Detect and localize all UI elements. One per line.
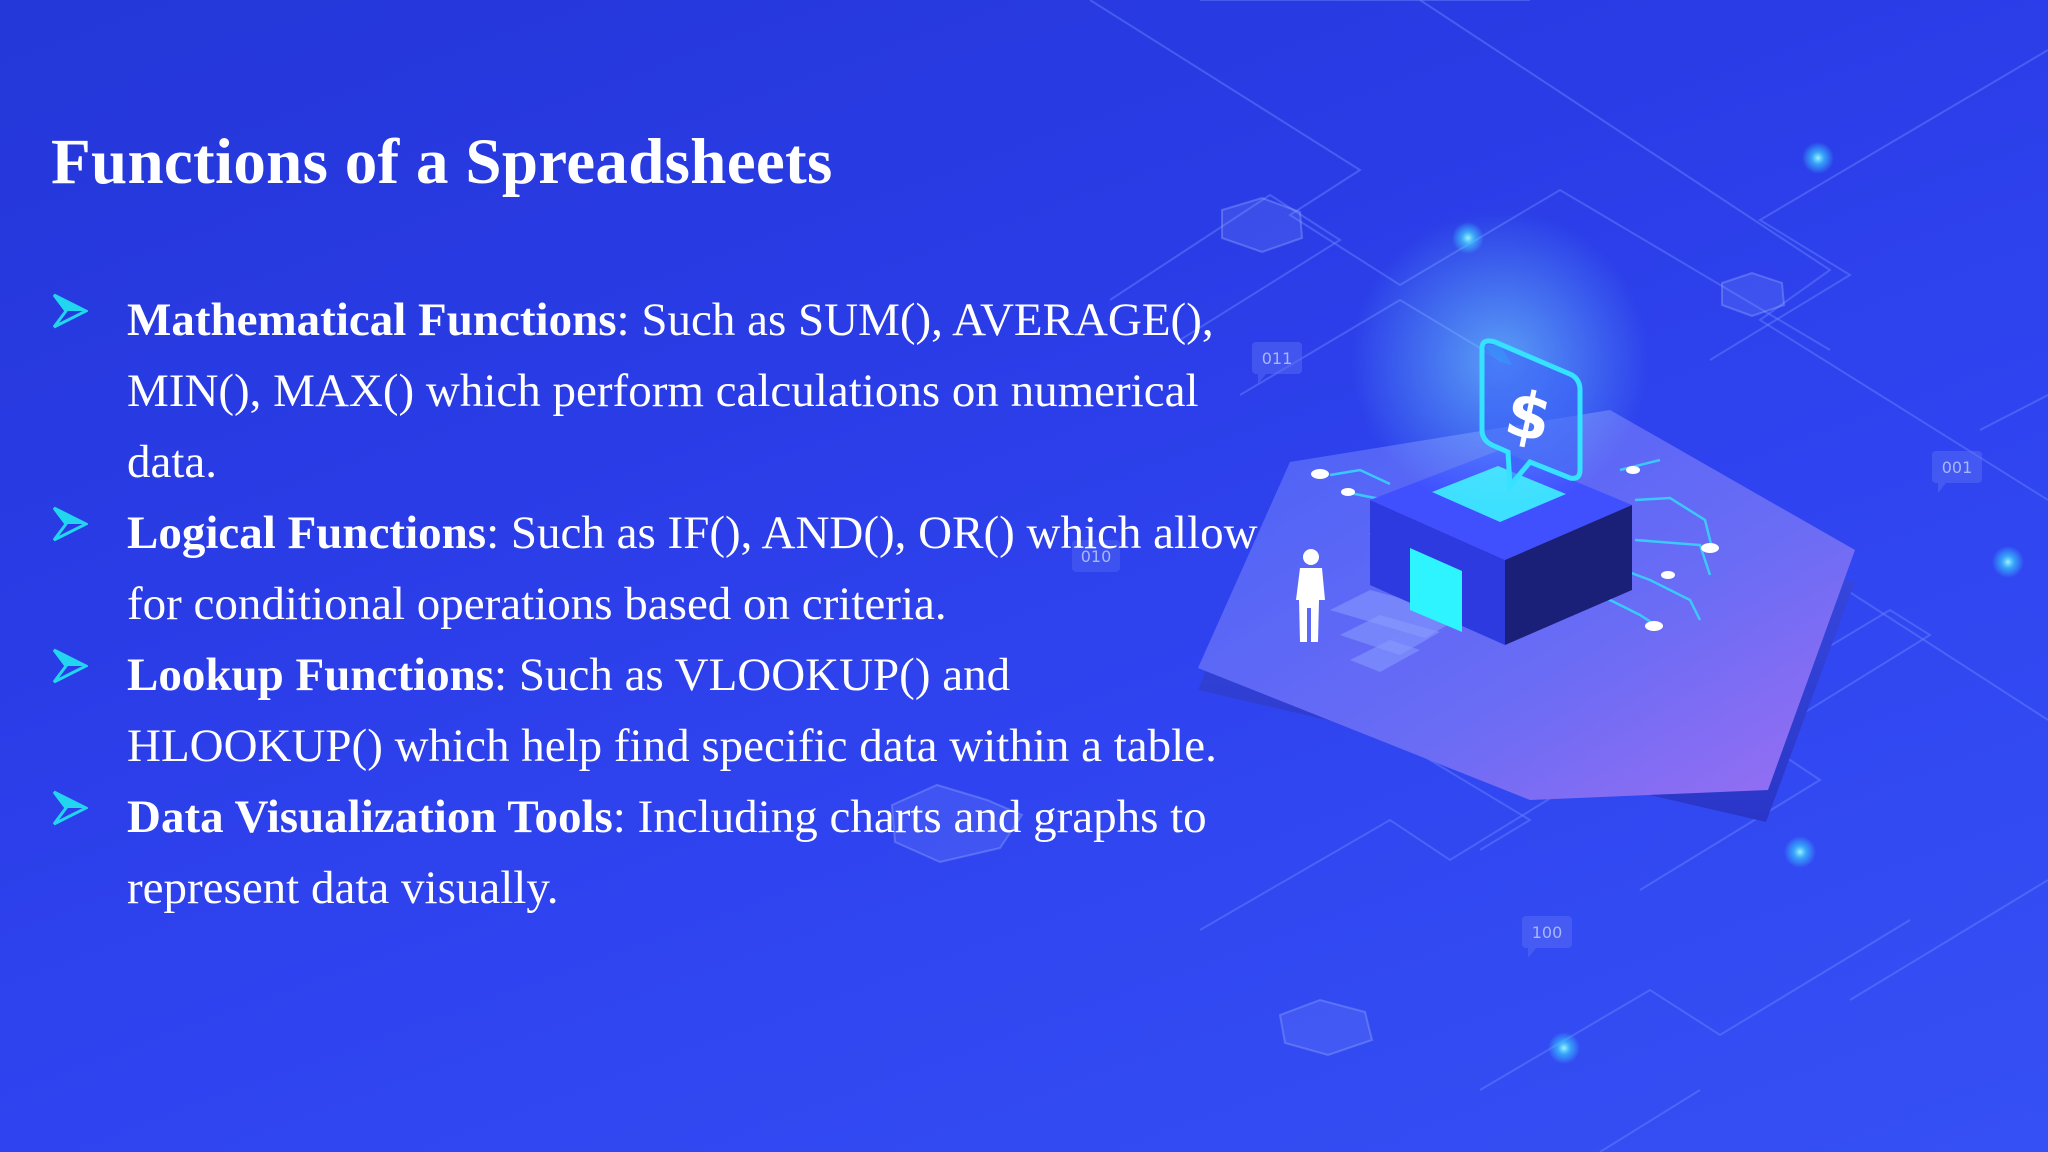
arrow-bullet-icon xyxy=(52,790,88,826)
bullet-text: : Such as SUM(), AVERAGE(), MIN(), MAX()… xyxy=(127,294,1214,488)
badge-010: 010 xyxy=(1081,547,1112,566)
entrance-stripes xyxy=(1330,590,1465,672)
bullet-list: Mathematical Functions: Such as SUM(), A… xyxy=(52,285,1272,924)
trace-nodes xyxy=(1311,466,1719,631)
bullet-term: Lookup Functions xyxy=(127,649,495,701)
bullet-text: : Such as VLOOKUP() and HLOOKUP() which … xyxy=(127,649,1217,772)
bullet-mathematical-functions: Mathematical Functions: Such as SUM(), A… xyxy=(52,285,1272,498)
hexagon-decor xyxy=(890,196,1786,1057)
bullet-term: Mathematical Functions xyxy=(127,294,617,346)
badge-100: 100 xyxy=(1532,923,1563,942)
bullet-lookup-functions: Lookup Functions: Such as VLOOKUP() and … xyxy=(52,640,1272,782)
bullet-logical-functions: Logical Functions: Such as IF(), AND(), … xyxy=(52,498,1272,640)
bullet-text: : Such as IF(), AND(), OR() which allow … xyxy=(127,507,1258,630)
bullet-term: Logical Functions xyxy=(127,507,487,559)
arrow-bullet-icon xyxy=(52,293,88,329)
person-icon xyxy=(1296,549,1325,642)
badge-001: 001 xyxy=(1942,458,1973,477)
slide-title: Functions of a Spreadsheets xyxy=(51,126,833,198)
number-badges: 011 001 010 100 xyxy=(1072,342,1982,958)
arrow-bullet-icon xyxy=(52,648,88,684)
bullet-data-visualization-tools: Data Visualization Tools: Including char… xyxy=(52,782,1272,924)
bullet-term: Data Visualization Tools xyxy=(127,791,613,843)
bullet-text: : Including charts and graphs to represe… xyxy=(127,791,1207,914)
dollar-sign-icon: $ xyxy=(1479,338,1583,493)
arrow-bullet-icon xyxy=(52,506,88,542)
badge-011: 011 xyxy=(1262,349,1293,368)
